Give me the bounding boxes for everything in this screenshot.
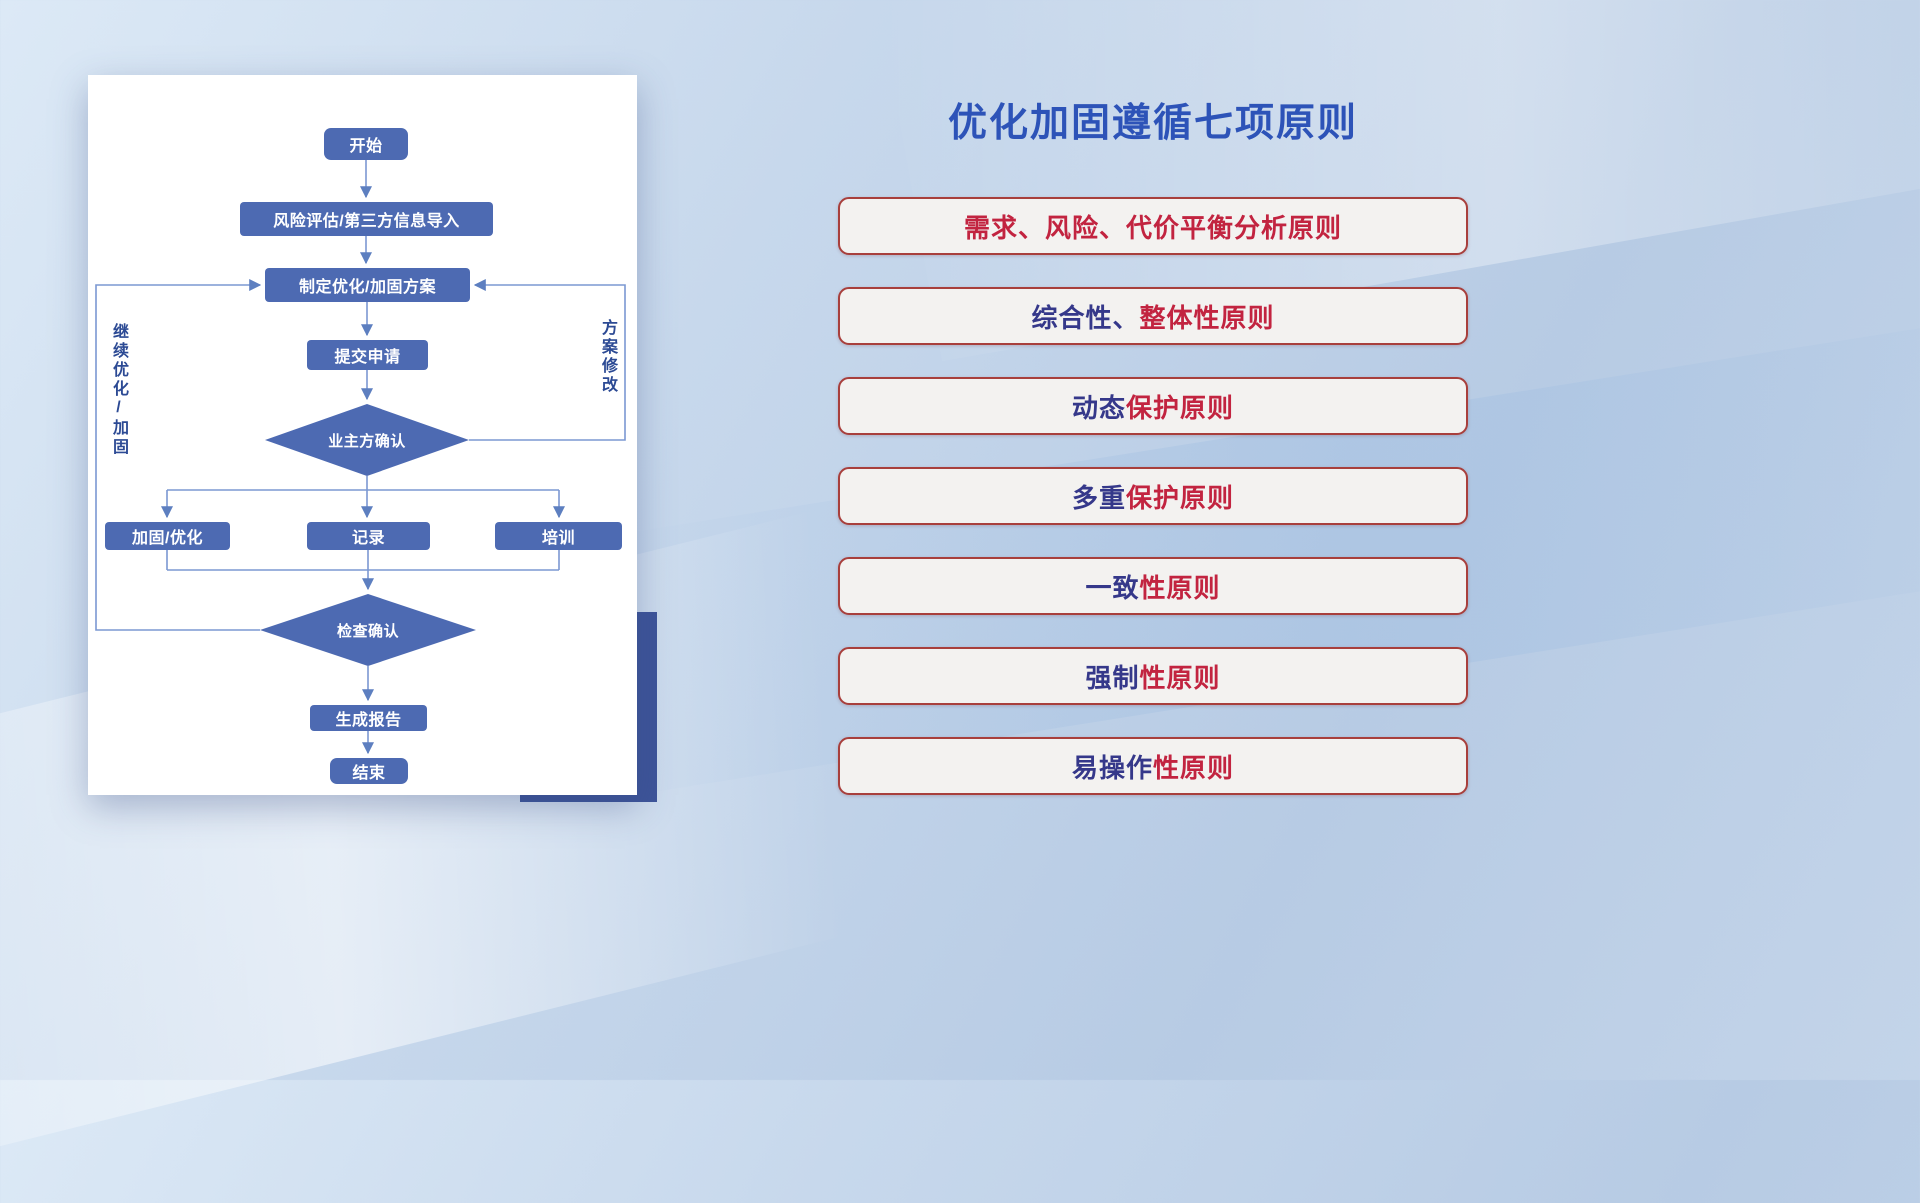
principle-text: 性原则 [1153, 752, 1235, 783]
principle-text: 整体性原则 [1139, 302, 1275, 333]
principle-text: 性原则 [1139, 662, 1221, 693]
flow-node-report: 生成报告 [310, 705, 427, 731]
principles-list: 需求、风险、代价平衡分析原则综合性、整体性原则动态保护原则多重保护原则一致性原则… [838, 197, 1468, 795]
flow-node-check-confirm: 检查确认 [260, 594, 476, 666]
principle-box: 多重保护原则 [838, 467, 1468, 525]
flow-node-owner-confirm-label: 业主方确认 [328, 432, 406, 450]
flow-node-submit: 提交申请 [307, 340, 428, 370]
flowchart-card: 开始 风险评估/第三方信息导入 制定优化/加固方案 提交申请 业主方确认 加固/… [88, 75, 637, 795]
principle-box: 强制性原则 [838, 647, 1468, 705]
principle-box: 综合性、整体性原则 [838, 287, 1468, 345]
principle-text: 综合性、 [1031, 302, 1140, 333]
flow-node-risk-import: 风险评估/第三方信息导入 [240, 202, 493, 236]
flow-node-owner-confirm: 业主方确认 [265, 404, 469, 476]
flow-node-end: 结束 [330, 758, 408, 784]
principle-box: 动态保护原则 [838, 377, 1468, 435]
principle-text: 强制 [1085, 662, 1140, 693]
flow-node-reinforce: 加固/优化 [105, 522, 230, 550]
flow-node-training: 培训 [495, 522, 622, 550]
principle-text: 保护原则 [1126, 482, 1235, 513]
flow-node-record: 记录 [307, 522, 430, 550]
flow-label-plan-revise-loop: 方案修改 [599, 319, 616, 395]
principle-box: 易操作性原则 [838, 737, 1468, 795]
flow-node-start: 开始 [324, 128, 408, 160]
page-title: 优化加固遵循七项原则 [947, 102, 1358, 145]
principle-box: 需求、风险、代价平衡分析原则 [838, 197, 1468, 255]
principle-text: 需求、风险、代价平衡分析原则 [963, 212, 1342, 243]
principle-text: 保护原则 [1126, 392, 1235, 423]
principle-text: 动态 [1071, 392, 1126, 423]
flow-connectors [95, 160, 626, 755]
flow-label-continue-loop: 继续优化/加固 [110, 323, 127, 457]
principle-text: 易操作 [1071, 752, 1153, 783]
principle-box: 一致性原则 [838, 557, 1468, 615]
principle-text: 一致 [1085, 572, 1140, 603]
principle-text: 性原则 [1139, 572, 1221, 603]
flow-node-plan: 制定优化/加固方案 [265, 268, 470, 302]
flow-node-check-confirm-label: 检查确认 [336, 622, 399, 640]
principle-text: 多重 [1071, 482, 1126, 513]
